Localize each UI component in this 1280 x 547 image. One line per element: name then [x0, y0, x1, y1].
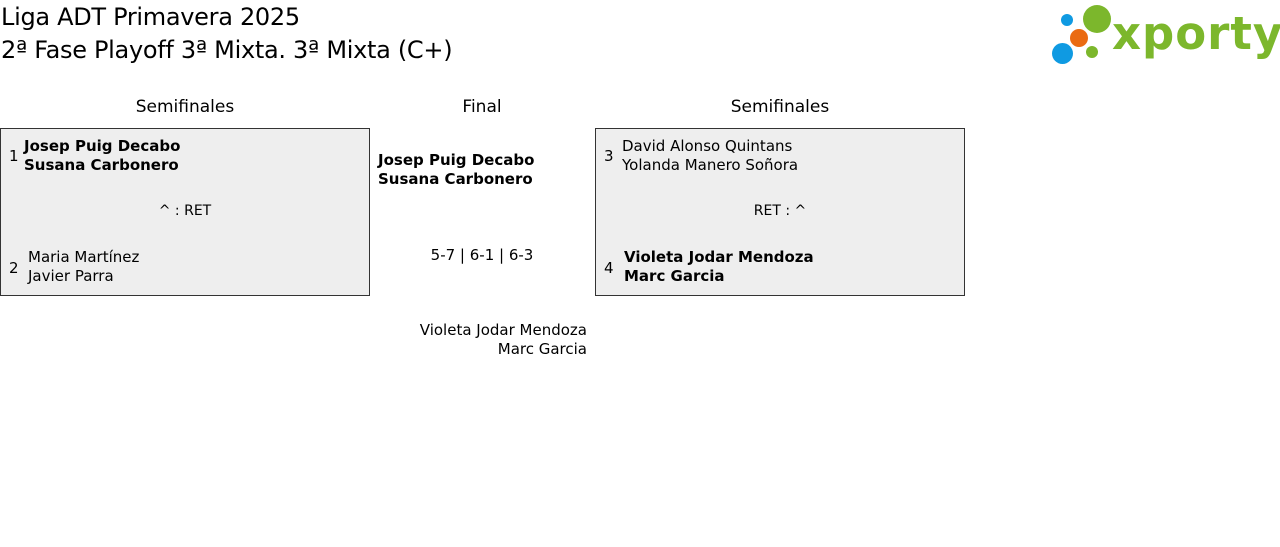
team-loser[interactable]: Maria Martínez Javier Parra	[28, 248, 139, 286]
team-loser[interactable]: David Alonso Quintans Yolanda Manero Soñ…	[622, 137, 798, 175]
player-name: Susana Carbonero	[24, 156, 179, 174]
seed-number: 3	[604, 147, 614, 165]
player-name: Josep Puig Decabo	[24, 137, 181, 155]
logo-wordmark: xporty	[1112, 7, 1280, 60]
seed-number: 4	[604, 259, 614, 277]
final-team-runner-up[interactable]: Violeta Jodar Mendoza Marc Garcia	[380, 321, 587, 359]
left-semifinal-heading: Semifinales	[135, 97, 235, 117]
player-name: Violeta Jodar Mendoza	[624, 248, 814, 266]
logo-dot-green-small	[1086, 46, 1098, 58]
final-team-winner[interactable]: Josep Puig Decabo Susana Carbonero	[378, 151, 534, 189]
player-name: David Alonso Quintans	[622, 137, 793, 155]
right-semifinal-heading: Semifinales	[730, 97, 830, 117]
final-heading: Final	[462, 97, 502, 117]
left-semifinal-match[interactable]: 1 Josep Puig Decabo Susana Carbonero ^ :…	[0, 128, 370, 296]
team-winner[interactable]: Violeta Jodar Mendoza Marc Garcia	[624, 248, 814, 286]
player-name: Marc Garcia	[624, 267, 725, 285]
seed-number: 1	[9, 147, 19, 165]
team-winner[interactable]: Josep Puig Decabo Susana Carbonero	[24, 137, 180, 175]
page-title: Liga ADT Primavera 2025	[1, 3, 300, 31]
logo-dot-blue-large	[1052, 43, 1073, 64]
player-name: Marc Garcia	[497, 340, 587, 358]
match-result: ^ : RET	[158, 203, 212, 219]
seed-number: 2	[9, 259, 19, 277]
right-semifinal-match[interactable]: 3 David Alonso Quintans Yolanda Manero S…	[595, 128, 965, 296]
page-subtitle: 2ª Fase Playoff 3ª Mixta. 3ª Mixta (C+)	[1, 36, 453, 64]
logo-dot-blue-top	[1061, 14, 1073, 26]
xporty-logo[interactable]: xporty	[1050, 4, 1280, 68]
final-score: 5-7 | 6-1 | 6-3	[430, 246, 534, 264]
player-name: Susana Carbonero	[378, 170, 533, 188]
logo-dot-green-large	[1083, 5, 1111, 33]
player-name: Maria Martínez	[28, 248, 140, 266]
logo-dot-orange	[1070, 29, 1088, 47]
match-result: RET : ^	[753, 203, 807, 219]
player-name: Yolanda Manero Soñora	[622, 156, 799, 174]
player-name: Josep Puig Decabo	[378, 151, 535, 169]
player-name: Violeta Jodar Mendoza	[419, 321, 587, 339]
player-name: Javier Parra	[28, 267, 114, 285]
